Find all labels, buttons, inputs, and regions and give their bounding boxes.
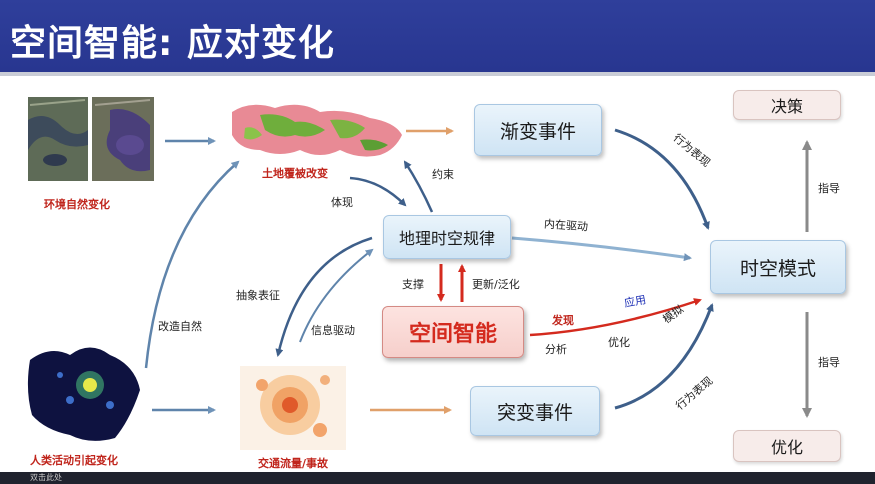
node-optimize: 优化 — [733, 430, 841, 462]
edge-label-manifest: 体现 — [331, 196, 353, 209]
edge-label-discover: 发现 — [552, 314, 574, 327]
edge-label-update: 更新/泛化 — [472, 278, 520, 291]
video-taskbar: 双击此处 — [0, 472, 875, 484]
node-spatial-intelligence: 空间智能 — [382, 306, 524, 358]
node-spatiotemporal-mode: 时空模式 — [710, 240, 846, 294]
edge-label-guide-top: 指导 — [818, 182, 840, 195]
edge-label-transform-nature: 改造自然 — [158, 320, 202, 333]
title-divider — [0, 72, 875, 76]
edge-label-info-drive: 信息驱动 — [311, 324, 355, 337]
land-cover-map — [232, 104, 402, 157]
caption-land-cover: 土地覆被改变 — [262, 167, 328, 180]
node-decision: 决策 — [733, 90, 841, 120]
edge-label-abstract: 抽象表征 — [236, 289, 280, 302]
title-bar: 空间智能: 应对变化 — [0, 0, 875, 72]
edge-label-support: 支撑 — [402, 278, 424, 291]
node-geo-law: 地理时空规律 — [383, 215, 511, 259]
edge-label-guide-bottom: 指导 — [818, 356, 840, 369]
edge-label-inner-drive: 内在驱动 — [543, 217, 589, 234]
caption-traffic: 交通流量/事故 — [258, 457, 329, 470]
edge-label-constraint: 约束 — [432, 168, 454, 181]
traffic-heat-map — [240, 366, 346, 450]
satellite-image-after — [92, 97, 154, 181]
edge-label-analyze: 分析 — [545, 343, 567, 356]
caption-human-activity: 人类活动引起变化 — [30, 454, 118, 467]
node-sudden-event: 突变事件 — [470, 386, 600, 436]
taskbar-label[interactable]: 双击此处 — [30, 473, 62, 482]
node-gradual-event: 渐变事件 — [474, 104, 602, 156]
slide-title: 空间智能: 应对变化 — [10, 23, 335, 64]
satellite-image-before — [28, 97, 88, 181]
night-lights-map — [27, 347, 140, 441]
caption-env-change: 环境自然变化 — [44, 198, 110, 211]
edge-label-optimize-small: 优化 — [608, 336, 630, 349]
